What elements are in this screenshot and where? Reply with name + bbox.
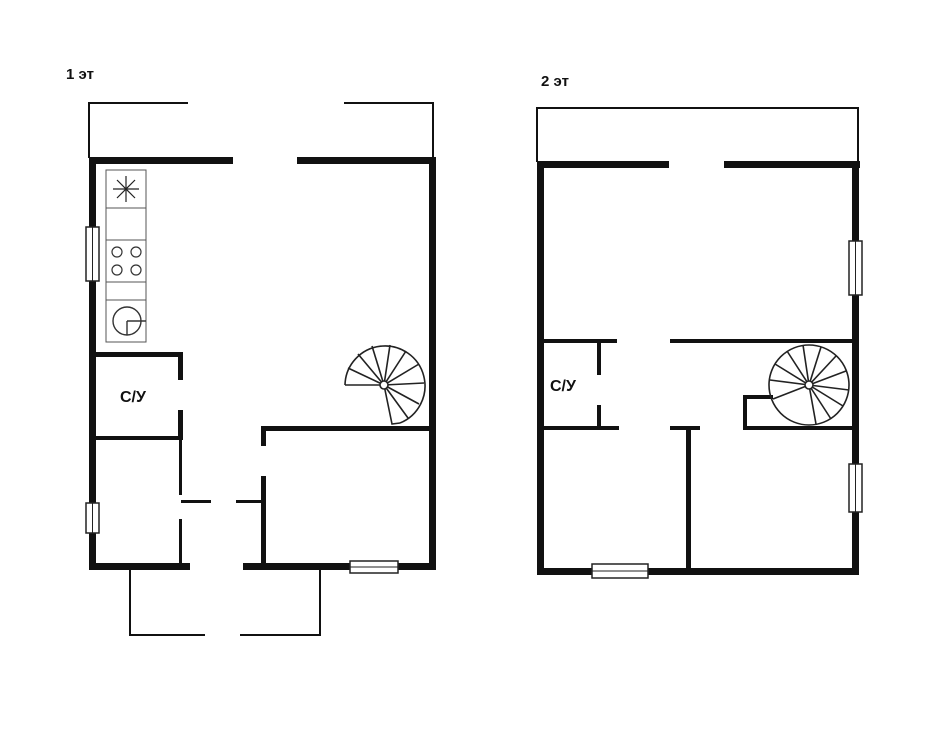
floor-2-window-bottom [591,563,649,579]
spiral-staircase-icon [768,344,850,426]
floor-1-title: 1 эт [66,66,94,83]
floor-1-terrace-right [344,102,434,158]
floor-1-room-walls [261,426,436,568]
floor-2-stair-well [743,395,773,430]
sink-icon [112,306,146,336]
spiral-staircase-icon [344,344,426,425]
floor-2: 2 эт С/У [536,73,863,579]
stove-burners-icon [111,246,142,276]
floor-2-balcony [536,107,859,162]
floor-1-window-bottom [349,560,399,574]
floor-1-bathroom-walls [89,352,183,440]
floor-2-window-right-bottom [848,463,863,513]
floor-2-title: 2 эт [541,73,569,90]
floor-1-terrace-left [88,102,188,158]
floor-2-hall-walls [670,339,859,572]
floor-1-porch-left [129,570,205,636]
floor-1-bathroom-label: С/У [120,389,147,406]
floor-1-window-left-top [85,226,100,282]
floor-2-bathroom-label: С/У [550,378,577,395]
floor-1-porch-right [240,570,321,636]
floor-1: 1 эт [66,66,436,636]
floor-1-window-left-bottom [85,502,100,534]
floor-1-outer-walls [89,157,436,570]
floor-2-bathroom-walls [537,339,619,430]
floor-1-corridor-walls [179,440,264,565]
floor-2-window-right-top [848,240,863,296]
extractor-fan-icon [113,176,139,202]
floor-2-outer-walls [537,161,860,575]
